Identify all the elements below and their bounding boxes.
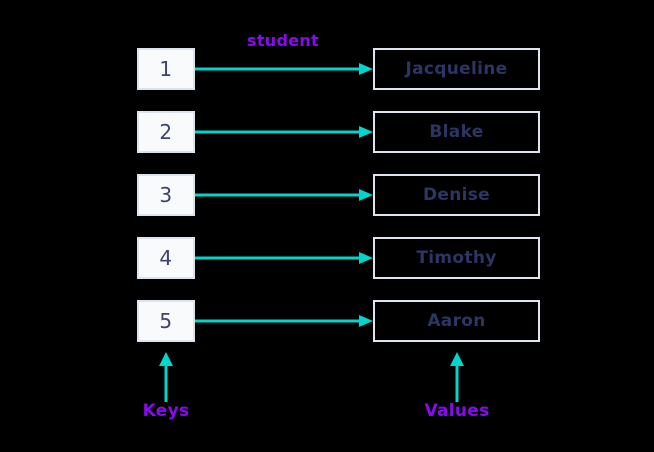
key-box-5[interactable]: 5 bbox=[137, 300, 195, 342]
value-label: Blake bbox=[429, 121, 484, 142]
mapping-arrow-5 bbox=[195, 315, 373, 327]
value-label: Timothy bbox=[416, 247, 497, 268]
key-label: 1 bbox=[159, 57, 173, 81]
key-label: 4 bbox=[159, 246, 173, 270]
value-box-2[interactable]: Blake bbox=[373, 111, 540, 153]
mapping-arrow-1 bbox=[195, 63, 373, 75]
key-label: 3 bbox=[159, 183, 173, 207]
mapping-arrow-2 bbox=[195, 126, 373, 138]
edge-label-student: student bbox=[246, 31, 320, 50]
value-box-1[interactable]: Jacqueline bbox=[373, 48, 540, 90]
key-label: 5 bbox=[159, 309, 173, 333]
mapping-arrow-3 bbox=[195, 189, 373, 201]
values-caption-arrow bbox=[450, 352, 464, 402]
key-box-3[interactable]: 3 bbox=[137, 174, 195, 216]
value-box-5[interactable]: Aaron bbox=[373, 300, 540, 342]
keys-caption-arrow bbox=[159, 352, 173, 402]
mapping-arrow-4 bbox=[195, 252, 373, 264]
key-box-2[interactable]: 2 bbox=[137, 111, 195, 153]
values-caption-label: Values bbox=[424, 401, 490, 421]
key-box-4[interactable]: 4 bbox=[137, 237, 195, 279]
key-label: 2 bbox=[159, 120, 173, 144]
key-box-1[interactable]: 1 bbox=[137, 48, 195, 90]
value-label: Aaron bbox=[427, 310, 486, 331]
value-box-4[interactable]: Timothy bbox=[373, 237, 540, 279]
value-label: Jacqueline bbox=[405, 58, 508, 79]
value-box-3[interactable]: Denise bbox=[373, 174, 540, 216]
keys-caption-label: Keys bbox=[142, 401, 190, 421]
value-label: Denise bbox=[422, 184, 491, 205]
